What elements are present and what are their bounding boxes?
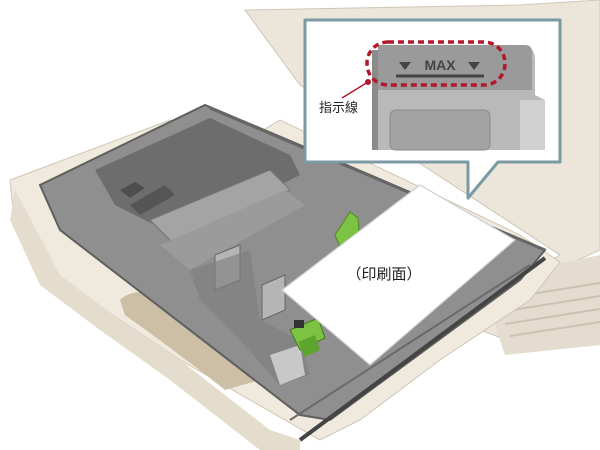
print-side-label: （印刷面） — [346, 265, 421, 283]
paper-sheet: （印刷面） — [281, 184, 517, 366]
max-left-arrow-icon — [399, 62, 411, 70]
callout-zoom: MAX 指示線 — [303, 18, 562, 200]
max-right-arrow-icon — [468, 62, 480, 70]
max-label: MAX — [424, 57, 456, 73]
indicator-line-label: 指示線 — [319, 100, 358, 116]
tray-inner — [38, 103, 547, 442]
paper-guide-green — [289, 317, 326, 357]
highlight-oval — [365, 40, 507, 87]
